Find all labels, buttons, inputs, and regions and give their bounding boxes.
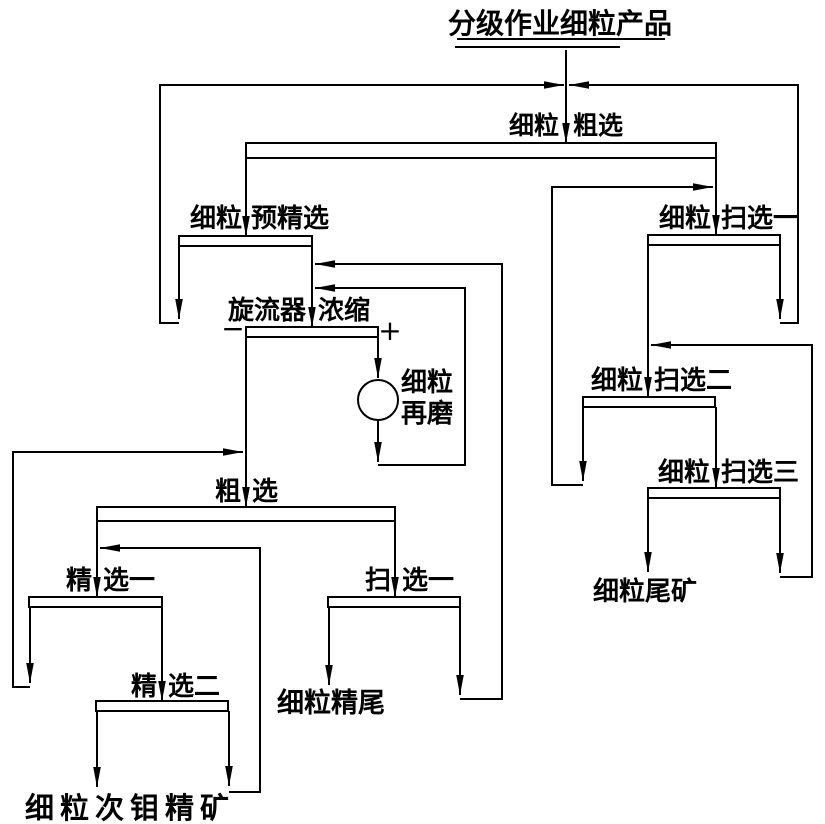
- cyclone-underflow-sign: +: [378, 314, 401, 347]
- label-scavenger1-prefix: 细粒: [659, 203, 711, 233]
- label-scavenger3-prefix: 细粒: [658, 457, 710, 487]
- label-scavenger1-name: 扫选一: [721, 204, 799, 233]
- label-rougher-top-prefix: 细粒: [509, 111, 559, 140]
- cell-cleaner1: [28, 596, 163, 608]
- cell-scavenger3: [647, 487, 781, 499]
- stream-cleaner2-recycle: [100, 544, 261, 793]
- stream-cleaner1-recycle: [12, 448, 243, 688]
- label-precleaner-prefix: 细粒: [190, 203, 242, 233]
- label-cleaner2-prefix: 精: [131, 672, 157, 701]
- label-rougher-top-name: 粗选: [573, 112, 623, 140]
- label-scavenger2-name: 扫选二: [654, 366, 732, 395]
- cyclone-overflow-sign: −: [221, 312, 244, 345]
- label-cleaner1-prefix: 精: [66, 566, 92, 595]
- stream-scavenger2-recycle: [551, 183, 713, 486]
- cell-rougher-top: [245, 142, 717, 159]
- stream-scavenger3-recycle: [651, 341, 813, 578]
- label-precleaner-name: 预精选: [251, 204, 329, 233]
- stream-precleaner-recycle: [159, 81, 564, 324]
- label-scavenger2-prefix: 细粒: [591, 365, 643, 395]
- label-rougher2-prefix: 粗: [215, 477, 241, 506]
- label-scavenger1b-prefix: 扫: [365, 566, 391, 595]
- diagram-title: 分级作业细粒产品: [448, 7, 672, 40]
- label-cyclone-prefix: 旋流器: [228, 296, 307, 325]
- stream-regrind-recycle: [315, 284, 466, 466]
- label-scavenger3-name: 扫选三: [721, 458, 799, 487]
- stream-scavenger1b-recycle: [315, 260, 503, 700]
- label-scavenger1b-name: 选一: [402, 566, 454, 595]
- label-regrind-line1: 细粒: [401, 367, 453, 397]
- label-cyclone-name: 浓缩: [318, 295, 370, 325]
- cell-scavenger1: [647, 234, 781, 246]
- label-cleaner2-name: 选二: [168, 672, 220, 701]
- stream-scavenger1-recycle: [569, 81, 799, 324]
- label-fine-tailings: 细粒尾矿: [593, 576, 697, 606]
- label-regrind-line2: 再磨: [401, 399, 453, 428]
- label-cleaner1-name: 选一: [103, 566, 155, 595]
- label-rougher2-name: 选: [252, 477, 278, 506]
- label-secondary-mo-concentrate: 细粒次钼精矿: [25, 791, 235, 824]
- label-cleaner-scavenger-tail: 细粒精尾: [277, 687, 385, 718]
